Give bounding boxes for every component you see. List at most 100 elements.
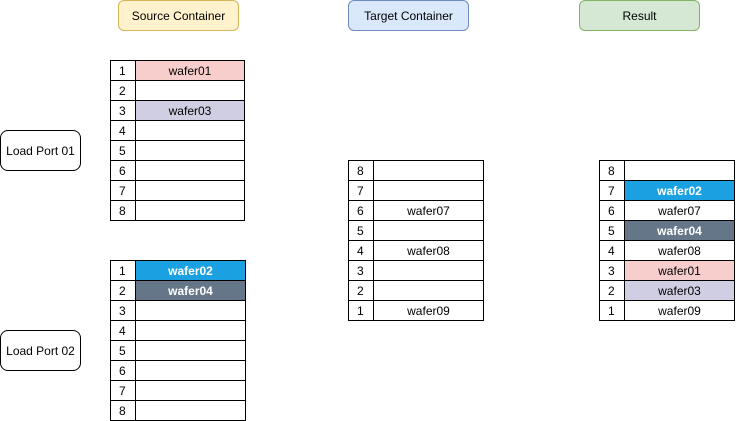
slot-row: 7 xyxy=(110,380,246,401)
slot-row: 2 xyxy=(348,280,484,301)
wafer-cell xyxy=(373,180,484,201)
slot-number: 3 xyxy=(110,100,136,121)
slot-row: 6 xyxy=(110,160,245,181)
load-port-01: Load Port 01 xyxy=(0,130,81,171)
wafer-cell: wafer08 xyxy=(373,240,484,261)
slot-row: 3 xyxy=(348,260,484,281)
slot-number: 4 xyxy=(110,320,136,341)
wafer-cell xyxy=(135,300,246,321)
slot-row: 4 xyxy=(110,320,246,341)
slot-number: 2 xyxy=(110,280,136,301)
slot-number: 6 xyxy=(599,200,625,221)
wafer-cell xyxy=(135,340,246,361)
slot-number: 2 xyxy=(599,280,625,301)
slot-number: 5 xyxy=(599,220,625,241)
wafer-cell: wafer04 xyxy=(624,220,735,241)
slot-number: 2 xyxy=(110,80,136,101)
slot-row: 8 xyxy=(348,160,484,181)
wafer-cell: wafer03 xyxy=(135,100,245,121)
wafer-cell xyxy=(373,280,484,301)
slot-number: 5 xyxy=(110,140,136,161)
wafer-cell xyxy=(135,200,245,221)
wafer-cell xyxy=(135,400,246,421)
load-port-02: Load Port 02 xyxy=(0,330,81,371)
slot-number: 6 xyxy=(348,200,374,221)
wafer-cell: wafer09 xyxy=(624,300,735,321)
slot-row: 8 xyxy=(110,200,245,221)
slot-number: 7 xyxy=(348,180,374,201)
slot-row: 7 xyxy=(348,180,484,201)
wafer-cell xyxy=(624,160,735,181)
wafer-cell xyxy=(135,160,245,181)
slot-number: 4 xyxy=(599,240,625,261)
slot-row: 6 xyxy=(110,360,246,381)
slot-row: 7 xyxy=(110,180,245,201)
wafer-cell xyxy=(135,320,246,341)
slot-number: 8 xyxy=(599,160,625,181)
slot-number: 8 xyxy=(348,160,374,181)
wafer-cell xyxy=(135,180,245,201)
wafer-cell xyxy=(135,360,246,381)
wafer-cell: wafer09 xyxy=(373,300,484,321)
wafer-cell: wafer01 xyxy=(624,260,735,281)
wafer-cell: wafer02 xyxy=(624,180,735,201)
slot-number: 7 xyxy=(110,380,136,401)
wafer-cell xyxy=(135,80,245,101)
slot-row: 3 xyxy=(110,300,246,321)
wafer-cell xyxy=(135,140,245,161)
slot-number: 2 xyxy=(348,280,374,301)
slot-number: 3 xyxy=(110,300,136,321)
slot-number: 6 xyxy=(110,360,136,381)
result-header: Result xyxy=(579,0,700,31)
wafer-cell xyxy=(135,380,246,401)
slot-number: 1 xyxy=(110,260,136,281)
slot-number: 7 xyxy=(599,180,625,201)
slot-number: 4 xyxy=(348,240,374,261)
slot-number: 1 xyxy=(348,300,374,321)
wafer-cell: wafer07 xyxy=(624,200,735,221)
source-container-header: Source Container xyxy=(118,0,239,31)
wafer-cell xyxy=(373,160,484,181)
slot-number: 1 xyxy=(599,300,625,321)
slot-number: 7 xyxy=(110,180,136,201)
slot-row: 8 xyxy=(599,160,735,181)
slot-number: 4 xyxy=(110,120,136,141)
wafer-cell: wafer07 xyxy=(373,200,484,221)
slot-number: 6 xyxy=(110,160,136,181)
target-container-header: Target Container xyxy=(348,0,469,31)
slot-row: 8 xyxy=(110,400,246,421)
slot-row: 5 xyxy=(110,140,245,161)
slot-row: 2 xyxy=(110,80,245,101)
wafer-cell xyxy=(373,260,484,281)
wafer-cell: wafer01 xyxy=(135,60,245,81)
slot-number: 8 xyxy=(110,200,136,221)
slot-row: 5 xyxy=(110,340,246,361)
slot-number: 5 xyxy=(348,220,374,241)
wafer-cell: wafer08 xyxy=(624,240,735,261)
wafer-cell xyxy=(373,220,484,241)
slot-number: 8 xyxy=(110,400,136,421)
wafer-cell: wafer04 xyxy=(135,280,246,301)
slot-number: 5 xyxy=(110,340,136,361)
slot-row: 4 xyxy=(110,120,245,141)
wafer-cell: wafer02 xyxy=(135,260,246,281)
slot-number: 1 xyxy=(110,60,136,81)
slot-number: 3 xyxy=(599,260,625,281)
